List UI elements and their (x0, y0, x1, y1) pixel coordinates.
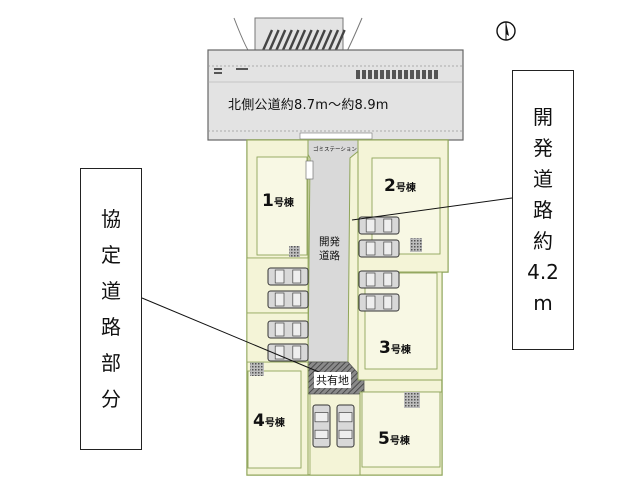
agreement-road-callout: 協 定 道 路 部 分 (80, 168, 142, 450)
road-mark (404, 70, 408, 79)
road-width-line-6: 4.2 (527, 259, 559, 284)
road-mark (374, 70, 378, 79)
road-mark (368, 70, 372, 79)
road-mark (392, 70, 396, 79)
parked-car-icon (267, 290, 309, 309)
lot-3 (357, 271, 443, 381)
lot-5-label: 5号棟 (378, 429, 410, 449)
lot-1-label: 1号棟 (262, 191, 294, 211)
lot-5-suffix: 号棟 (389, 436, 410, 447)
road-mark (422, 70, 426, 79)
road-mark (380, 70, 384, 79)
road-mark (214, 68, 222, 70)
parking-spaces (267, 216, 400, 448)
agreement-road-line-4: 路 (101, 315, 121, 339)
north-arrow-icon (496, 21, 516, 41)
lot-2-suffix: 号棟 (395, 183, 416, 194)
dev-road-label-line-1: 開発 (319, 236, 340, 248)
road-stop-marks (214, 68, 438, 140)
lot-4 (246, 361, 309, 476)
lot-3-number: 3 (379, 338, 391, 358)
garbage-station-label: ゴミステーション (313, 147, 357, 153)
lot-2-label: 2号棟 (384, 176, 416, 196)
lot-5-number: 5 (378, 429, 390, 449)
road-mark (356, 70, 360, 79)
road-mark (398, 70, 402, 79)
agreement-road-line-5: 部 (101, 351, 121, 375)
lot-1-suffix: 号棟 (273, 198, 294, 209)
lot-1 (246, 139, 314, 259)
agreement-road-line-3: 道 (101, 279, 121, 303)
road-mark (416, 70, 420, 79)
agreement-road-line-6: 分 (101, 387, 121, 411)
road-mark (434, 70, 438, 79)
parked-car-icon (267, 343, 309, 362)
agreement-road-leader (141, 297, 320, 373)
lot-4-number: 4 (253, 411, 265, 431)
dev-road-label-line-2: 道路 (319, 250, 340, 262)
road-mark (428, 70, 432, 79)
road-width-leader (351, 197, 513, 221)
parked-car-icon (267, 267, 309, 286)
garbage-station-box (299, 132, 373, 140)
parked-car-icon (358, 293, 400, 312)
road-mark (362, 70, 366, 79)
road-width-callout: 開 発 道 路 約 4.2 m (512, 70, 574, 350)
road-mark (240, 68, 248, 70)
north-public-road (207, 49, 464, 141)
road-width-line-2: 発 (533, 135, 553, 160)
road-width-line-4: 路 (533, 197, 553, 222)
lot-3-label: 3号棟 (379, 338, 411, 358)
road-width-line-1: 開 (533, 104, 553, 129)
lot-4-suffix: 号棟 (264, 418, 285, 429)
road-mark (386, 70, 390, 79)
lot-3-suffix: 号棟 (390, 345, 411, 356)
common-land-label: 共有地 (314, 372, 351, 388)
lot-2-number: 2 (384, 176, 396, 196)
development-road-label: 開発 道路 (319, 235, 340, 263)
lot-5 (359, 391, 443, 476)
parked-car-icon (312, 404, 331, 448)
road-mark (214, 72, 222, 74)
parked-car-icon (358, 239, 400, 258)
road-mark (410, 70, 414, 79)
lot-2 (357, 139, 449, 273)
road-width-line-5: 約 (533, 228, 553, 253)
parked-car-icon (358, 216, 400, 235)
agreement-road-line-1: 協 (101, 207, 121, 231)
parked-car-icon (358, 270, 400, 289)
road-width-line-3: 道 (533, 166, 553, 191)
road-width-line-7: m (533, 290, 553, 315)
parked-car-icon (336, 404, 355, 448)
agreement-road-line-2: 定 (101, 243, 121, 267)
parked-car-icon (267, 320, 309, 339)
north-public-road-label: 北側公道約8.7m～約8.9m (228, 98, 389, 113)
lot-4-label: 4号棟 (253, 411, 285, 431)
lot-1-number: 1 (262, 191, 274, 211)
